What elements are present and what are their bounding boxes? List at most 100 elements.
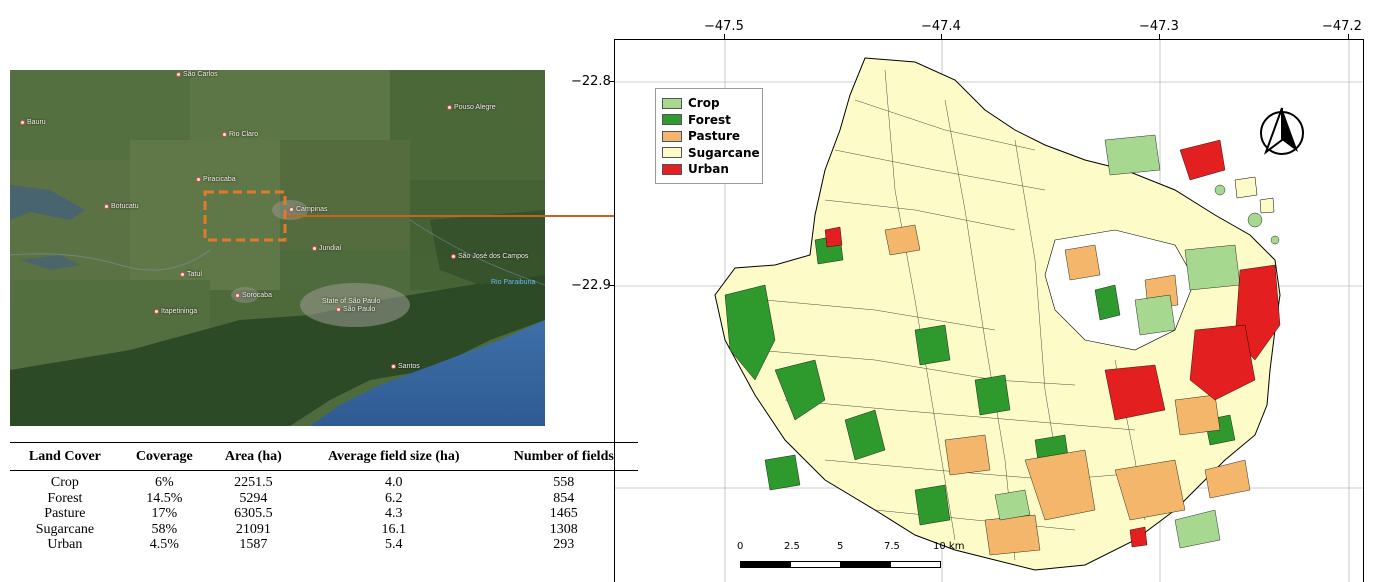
land-cover-table-container: Land Cover Coverage Area (ha) Average fi… <box>10 442 638 553</box>
y-tick-label: −22.9 <box>571 278 611 293</box>
city-label: Bauru <box>20 119 46 126</box>
x-tick-mark <box>941 34 942 39</box>
x-tick-label: −47.5 <box>704 19 744 34</box>
table-cell: 5294 <box>239 490 268 506</box>
study-area-box <box>203 190 287 242</box>
land-cover-map-canvas <box>615 40 1363 582</box>
column-header: Area (ha) <box>208 442 298 471</box>
legend-item-urban: Urban <box>662 161 762 178</box>
legend-item-sugarcane: Sugarcane <box>662 145 762 162</box>
table-cell: 14.5% <box>146 490 183 506</box>
land-cover-table: Land Cover Coverage Area (ha) Average fi… <box>10 442 638 553</box>
legend-label: Forest <box>688 112 731 127</box>
table-cell: 5.4 <box>384 537 403 552</box>
city-label: São Carlos <box>176 71 218 78</box>
table-cell: 6.2 <box>384 490 403 506</box>
river-label: Rio Paraibuna <box>491 279 536 286</box>
column-header: Average field size (ha) <box>297 442 490 471</box>
scale-label: 0 <box>737 541 744 552</box>
legend-swatch <box>662 114 682 126</box>
legend-item-forest: Forest <box>662 112 762 129</box>
x-tick-mark <box>1348 34 1349 39</box>
x-tick-label: −47.4 <box>921 19 961 34</box>
x-tick-label: −47.2 <box>1322 19 1362 34</box>
table-cell: 1308 <box>549 521 578 537</box>
table-cell: 1587 <box>239 537 268 552</box>
legend-swatch <box>662 97 682 109</box>
city-label: Tatuí <box>180 271 202 278</box>
city-label: Santos <box>391 363 420 370</box>
table-cell: Forest <box>47 490 83 506</box>
city-label: Pouso Alegre <box>447 104 496 111</box>
table-header-row: Land Cover Coverage Area (ha) Average fi… <box>10 442 638 471</box>
table-cell: 58% <box>151 521 178 537</box>
table-cell: Pasture <box>44 506 86 521</box>
y-tick-mark <box>609 285 614 286</box>
city-label: Piracicaba <box>196 176 236 183</box>
table-cell: 293 <box>553 537 575 552</box>
scale-segment <box>740 561 791 568</box>
table-cell: 4.0 <box>384 475 403 490</box>
table-cell: 21091 <box>235 521 271 537</box>
table-row: Crop 6% 2251.5 4.0 558 <box>10 471 638 491</box>
table-cell: 1465 <box>549 506 578 521</box>
x-tick-label: −47.3 <box>1139 19 1179 34</box>
x-tick-mark <box>724 34 725 39</box>
region-label: State of São Paulo <box>322 298 381 305</box>
table-cell: Crop <box>50 475 79 490</box>
legend-item-pasture: Pasture <box>662 128 762 145</box>
scale-label: 7.5 <box>884 541 900 552</box>
city-label: São Paulo <box>336 306 375 313</box>
scale-label: 2.5 <box>784 541 800 552</box>
map-legend: Crop Forest Pasture Sugarcane Urban <box>655 88 763 184</box>
study-region-polygon <box>714 57 1281 571</box>
scale-bar: 0 2.5 5 7.5 10 km <box>735 541 964 571</box>
city-label: São José dos Campos <box>451 253 528 260</box>
city-label: Sorocaba <box>235 292 272 299</box>
table-row: Forest 14.5% 5294 6.2 854 <box>10 491 638 507</box>
table-cell: 16.1 <box>381 521 406 537</box>
column-header: Number of fields <box>489 442 638 471</box>
satellite-terrain <box>10 70 545 426</box>
city-label: Itapetininga <box>154 308 197 315</box>
scale-label: 10 km <box>933 541 965 552</box>
legend-label: Pasture <box>688 129 741 144</box>
legend-item-crop: Crop <box>662 95 762 112</box>
column-header: Land Cover <box>10 442 120 471</box>
scale-segment <box>790 561 841 568</box>
table-cell: 558 <box>553 475 575 490</box>
legend-label: Crop <box>688 96 720 111</box>
table-row: Pasture 17% 6305.5 4.3 1465 <box>10 506 638 522</box>
table-cell: Urban <box>47 537 83 552</box>
legend-swatch <box>662 163 682 175</box>
connector-line <box>286 215 614 217</box>
scale-label: 5 <box>837 541 844 552</box>
legend-label: Sugarcane <box>688 145 760 160</box>
scale-segment <box>890 561 941 568</box>
table-row: Sugarcane 58% 21091 16.1 1308 <box>10 522 638 538</box>
legend-swatch <box>662 130 682 142</box>
city-label: Jundiaí <box>312 245 342 252</box>
legend-label: Urban <box>688 162 729 177</box>
table-cell: 854 <box>553 490 575 506</box>
city-label: Rio Claro <box>222 131 258 138</box>
column-header: Coverage <box>119 442 209 471</box>
north-arrow-icon <box>1256 106 1308 158</box>
table-cell: 6% <box>154 475 174 490</box>
table-row: Urban 4.5% 1587 5.4 293 <box>10 537 638 553</box>
table-cell: Sugarcane <box>35 521 95 537</box>
x-tick-mark <box>1159 34 1160 39</box>
satellite-image: São Carlos Bauru Rio Claro Pouso Alegre … <box>10 70 545 426</box>
table-cell: 4.3 <box>384 506 403 521</box>
table-cell: 2251.5 <box>234 475 273 490</box>
y-tick-mark <box>609 81 614 82</box>
y-tick-label: −22.8 <box>571 74 611 89</box>
land-cover-map <box>614 39 1364 582</box>
table-cell: 6305.5 <box>234 506 273 521</box>
city-label: Campinas <box>289 206 328 213</box>
table-cell: 4.5% <box>149 537 179 552</box>
legend-swatch <box>662 147 682 159</box>
table-cell: 17% <box>151 506 178 521</box>
city-label: Botucatu <box>104 203 139 210</box>
scale-segment <box>840 561 891 568</box>
